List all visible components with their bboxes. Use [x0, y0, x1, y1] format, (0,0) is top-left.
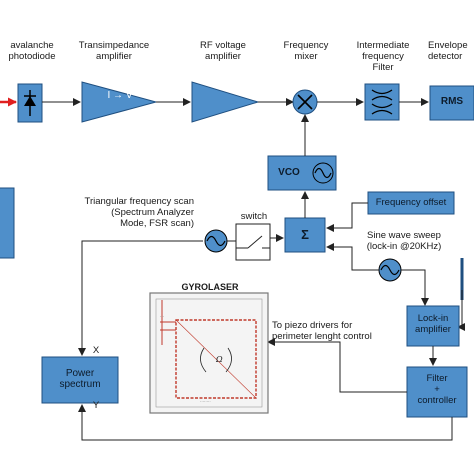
line-scan-power — [78, 240, 203, 356]
if-filter-block — [364, 83, 400, 121]
line-sine-lockin — [401, 269, 429, 306]
sigma-label: Σ — [301, 227, 309, 242]
rms-block — [429, 85, 474, 121]
label-sine: Sine wave sweep(lock-in @20KHz) — [366, 230, 442, 252]
svg-text:········: ········ — [200, 399, 211, 404]
power-spectrum-block — [41, 356, 119, 404]
mixer-icon — [292, 89, 318, 115]
vco-label: VCO — [278, 167, 300, 178]
line-offset-sigma — [326, 202, 368, 232]
svg-text:Ω: Ω — [215, 355, 223, 364]
gyrolaser-image: Ω ··· ········ — [149, 292, 269, 414]
label-switch: switch — [240, 211, 268, 222]
filter-controller-label: Filter+controller — [417, 373, 457, 406]
label-y: Y — [92, 400, 100, 411]
label-triangular: Triangular frequency scan(Spectrum Analy… — [84, 196, 194, 229]
lockin-block — [406, 305, 460, 347]
transimpedance-amp — [81, 81, 158, 123]
switch-block — [235, 223, 271, 261]
filter-controller-block — [406, 366, 468, 418]
rf-amp — [191, 81, 260, 123]
line-feedback-y — [78, 404, 453, 441]
rms-label: RMS — [440, 96, 464, 107]
sigma-block — [284, 217, 326, 253]
frequency-offset-label: Frequency offset — [375, 197, 447, 208]
iv-label: I → V — [107, 90, 133, 101]
left-partial-block — [0, 187, 15, 259]
line-piezo — [267, 338, 407, 393]
photodiode-block — [17, 83, 43, 123]
label-gyrolaser: GYROLASER — [181, 282, 239, 292]
label-x: X — [92, 345, 100, 356]
line-sine-sigma — [326, 243, 379, 271]
svg-text:···: ··· — [160, 314, 164, 319]
